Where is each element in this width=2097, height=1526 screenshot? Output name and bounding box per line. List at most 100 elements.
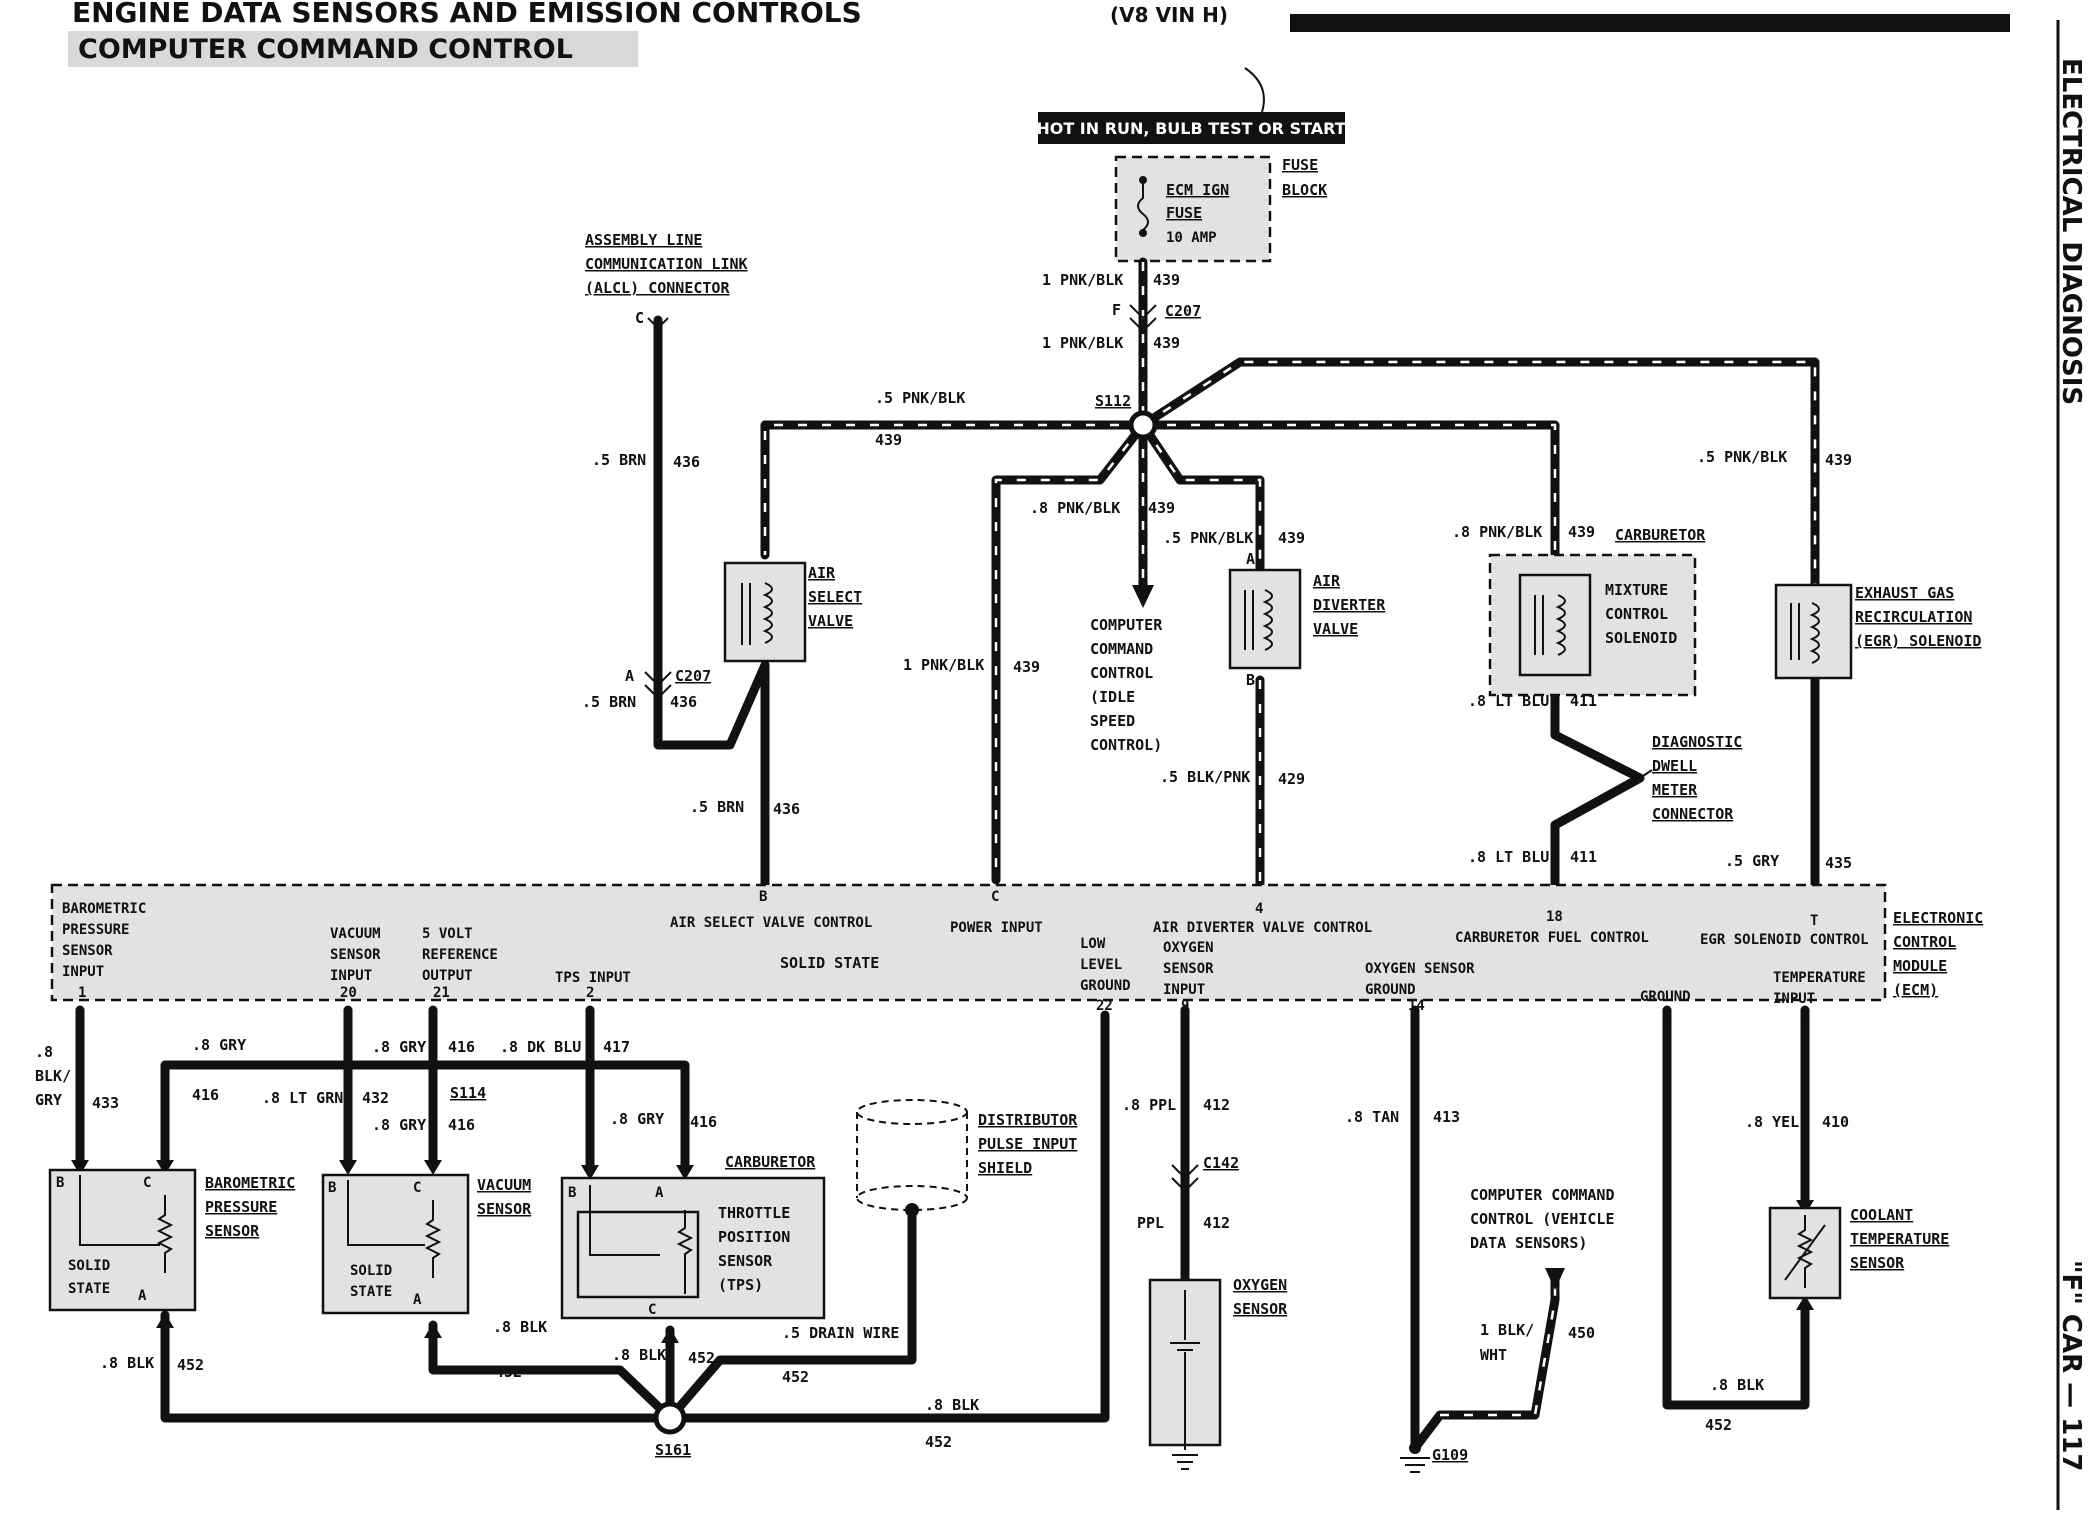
ecm-term-vac-3: INPUT [330, 968, 372, 984]
circuit-number: 436 [670, 693, 697, 711]
ecm-term-o2-3: INPUT [1163, 982, 1205, 998]
fuse-block-label-2: BLOCK [1282, 181, 1327, 199]
mixture-control-label: MIXTURE [1605, 581, 1668, 599]
circuit-number: 439 [875, 431, 902, 449]
pin-arrows [71, 1160, 1814, 1343]
ground-g109-label: G109 [1432, 1446, 1468, 1464]
circuit-number: 416 [192, 1086, 219, 1104]
wire-label: .8 LT BLU [1468, 692, 1549, 710]
power-source: HOT IN RUN, BULB TEST OR START ECM IGN F… [1036, 67, 1346, 263]
circuit-number: 416 [448, 1116, 475, 1134]
tps-pin-b: B [568, 1185, 576, 1201]
ecm-pin-14: 14 [1408, 998, 1425, 1014]
wire-label: 1 PNK/BLK [1042, 334, 1123, 352]
air-select-label: AIR [808, 564, 836, 582]
dist-label: DISTRIBUTOR [978, 1111, 1078, 1129]
fuse-icon [1137, 180, 1149, 233]
splice-s161 [653, 1401, 687, 1435]
page-title-suffix: (V8 VIN H) [1110, 3, 1228, 27]
baro-label-3: SENSOR [205, 1222, 260, 1240]
solenoid-coil-icon [762, 582, 773, 644]
vac-pin-c: C [413, 1180, 421, 1196]
ecm-term-ref-2: REFERENCE [422, 947, 498, 963]
air-select-label-3: VALVE [808, 612, 853, 630]
resistor-icon [156, 1195, 174, 1273]
vehicle-data-label: COMPUTER COMMAND [1470, 1186, 1615, 1204]
vacuum-sensor: B C A SOLID STATE VACUUM SENSOR [321, 1173, 532, 1315]
wire-label: .5 PNK/BLK [1697, 448, 1787, 466]
fuse-block-label: FUSE [1282, 156, 1318, 174]
ecm-pin-18: 18 [1546, 909, 1563, 925]
ecm-term-o2-ground-2: GROUND [1365, 982, 1416, 998]
baro-solid-2: STATE [68, 1281, 110, 1297]
ecm-pin-4: 4 [1255, 901, 1263, 917]
baro-label-2: PRESSURE [205, 1198, 277, 1216]
wire-label: .8 BLK [100, 1354, 154, 1372]
ecm-term-o2-ground: OXYGEN SENSOR [1365, 961, 1475, 977]
wire-label: .5 PNK/BLK [875, 389, 965, 407]
circuit-number: 439 [1153, 334, 1180, 352]
alcl-label-2: COMMUNICATION LINK [585, 255, 748, 273]
circuit-number: 439 [1153, 271, 1180, 289]
circuit-number: 436 [773, 800, 800, 818]
wire-labels: 1 PNK/BLK 439 1 PNK/BLK 439 .5 PNK/BLK 4… [35, 271, 1852, 1451]
page-number: "F" CAR — 117 [2056, 1260, 2086, 1472]
alcl-connector: ASSEMBLY LINE COMMUNICATION LINK (ALCL) … [585, 231, 748, 297]
splice-s112-label: S112 [1095, 392, 1131, 410]
ecm-term-egr: EGR SOLENOID CONTROL [1700, 932, 1869, 948]
tps-pin-c: C [648, 1302, 656, 1318]
ecm-solid-state: SOLID STATE [780, 954, 879, 972]
ecm-pin-c: C [991, 889, 999, 905]
air-select-valve: AIR SELECT VALVE [723, 561, 862, 663]
circuit-number: 433 [92, 1094, 119, 1112]
mixture-control-label-2: CONTROL [1605, 605, 1668, 623]
wire-label: .8 DK BLU [500, 1038, 581, 1056]
circuit-number: 452 [177, 1356, 204, 1374]
circuit-number: 439 [1013, 658, 1040, 676]
circuit-number: 432 [362, 1089, 389, 1107]
circuit-number: 410 [1822, 1113, 1849, 1131]
wire-label: .5 BLK/PNK [1160, 768, 1250, 786]
idle-speed-arrow-icon [1132, 585, 1154, 608]
mixture-control-solenoid: CARBURETOR MIXTURE CONTROL SOLENOID [1488, 526, 1706, 697]
ecm-term-baro: BAROMETRIC [62, 901, 146, 917]
circuit-number: 411 [1570, 848, 1597, 866]
page-title: ENGINE DATA SENSORS AND EMISSION CONTROL… [72, 0, 862, 29]
ecm-term-temp: TEMPERATURE [1773, 970, 1866, 986]
egr-label: EXHAUST GAS [1855, 584, 1954, 602]
wire-label: .5 BRN [690, 798, 744, 816]
wire-label: .5 PNK/BLK [1163, 529, 1253, 547]
vehicle-data-label-2: CONTROL (VEHICLE [1470, 1210, 1615, 1228]
fuse-rating: 10 AMP [1166, 230, 1217, 246]
circuit-number: 450 [1568, 1324, 1595, 1342]
alcl-label-3: (ALCL) CONNECTOR [585, 279, 730, 297]
o2-label: OXYGEN [1233, 1276, 1287, 1294]
vac-label: VACUUM [477, 1176, 531, 1194]
wire-label: 1 PNK/BLK [903, 656, 984, 674]
ecm-term-ref-3: OUTPUT [422, 968, 473, 984]
ecm-label-3: MODULE [1893, 957, 1947, 975]
air-diverter-label-3: VALVE [1313, 620, 1358, 638]
ecm-term-vac-2: SENSOR [330, 947, 381, 963]
ccc-idle-label: COMPUTER [1090, 616, 1163, 634]
side-margin: ELECTRICAL DIAGNOSIS "F" CAR — 117 [2056, 20, 2086, 1510]
ecm-term-ground: GROUND [1640, 989, 1691, 1005]
ecm-pin-20: 20 [340, 985, 357, 1001]
vehicle-data-arrow-icon [1545, 1268, 1565, 1290]
ecm-term-air-select: AIR SELECT VALVE CONTROL [670, 915, 872, 931]
circuit-number: 439 [1825, 451, 1852, 469]
wire-label: 1 PNK/BLK [1042, 271, 1123, 289]
wire-label: .8 GRY [372, 1116, 426, 1134]
circuit-number: 439 [1278, 529, 1305, 547]
solenoid-coil-icon [1262, 589, 1273, 651]
vac-pin-b: B [328, 1180, 336, 1196]
alcl-label: ASSEMBLY LINE [585, 231, 702, 249]
wire-label: .5 BRN [582, 693, 636, 711]
circuit-number: 417 [603, 1038, 630, 1056]
circuit-number: 452 [495, 1363, 522, 1381]
splice-s112 [1128, 410, 1158, 440]
fuse-name-2: FUSE [1166, 204, 1202, 222]
egr-label-3: (EGR) SOLENOID [1855, 632, 1981, 650]
connector-c207-label: C207 [1165, 302, 1201, 320]
ccc-idle-label-6: CONTROL) [1090, 736, 1162, 754]
